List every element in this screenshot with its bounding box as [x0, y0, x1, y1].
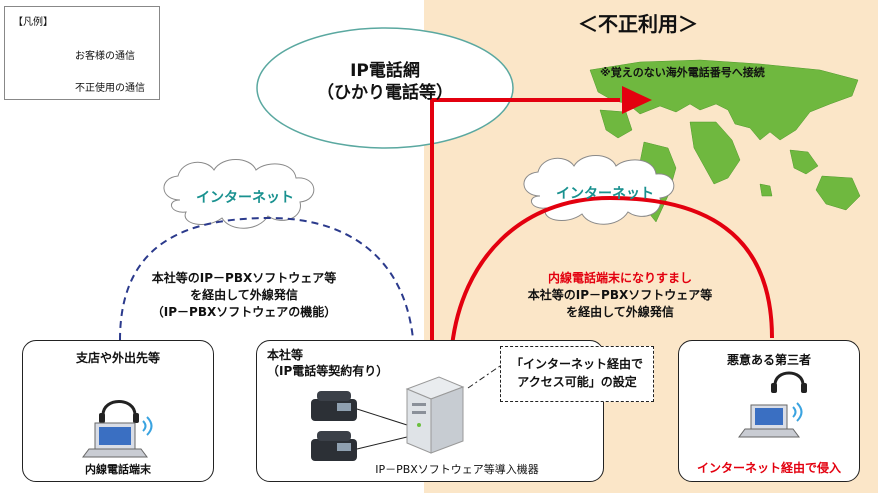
internet-cloud-right [523, 155, 675, 225]
fraud-caption-line3: を経由して外線発信 [566, 305, 674, 319]
branch-terminal-label: 内線電話端末 [85, 463, 151, 476]
ip-network-line1: IP電話網 [350, 61, 420, 81]
fraud-section-title: ＜不正利用＞ [578, 12, 698, 36]
legend-customer-label: お客様の通信 [75, 51, 135, 62]
customer-caption: 本社等のIP－PBXソフトウェア等 を経由して外線発信 （IP－PBXソフトウェ… [132, 270, 356, 321]
legend-fraud-label: 不正使用の通信 [75, 83, 145, 94]
branch-title: 支店や外出先等 [75, 351, 160, 365]
ip-phone-icon-1 [311, 391, 357, 421]
ip-network-ellipse [256, 27, 514, 149]
callout-line1: 「インターネット経由で [510, 357, 643, 371]
ip-network-label: IP電話網 （ひかり電話等） [300, 60, 470, 104]
callout-line2: アクセス可能」の設定 [517, 375, 637, 389]
customer-caption-line1: 本社等のIP－PBXソフトウェア等 [151, 271, 337, 285]
overseas-note: ※覚えのない海外電話番号へ接続 [600, 66, 765, 79]
fraud-caption-line1: 内線電話端末になりすまし [547, 271, 692, 285]
attacker-intrusion-label: インターネット経由で侵入 [696, 461, 841, 475]
access-setting-callout: 「インターネット経由で アクセス可能」の設定 [500, 346, 654, 402]
hq-equipment-art [311, 376, 465, 461]
server-icon [405, 376, 465, 454]
hq-title: 本社等 （IP電話等契約有り） [267, 347, 388, 379]
fraud-outbound-arrowhead [622, 86, 652, 114]
customer-caption-line3: （IP－PBXソフトウェアの機能） [151, 305, 337, 319]
branch-box: 支店や外出先等 内線電話端末 [22, 340, 214, 482]
fraud-caption-line2: 本社等のIP－PBXソフトウェア等 [527, 288, 713, 302]
fraud-caption: 内線電話端末になりすまし 本社等のIP－PBXソフトウェア等 を経由して外線発信 [500, 270, 740, 321]
attacker-box: 悪意ある第三者 インターネット経由で侵入 [678, 340, 860, 482]
hq-equipment-label: IP－PBXソフトウェア等導入機器 [375, 463, 539, 476]
fraud-outbound-line [430, 98, 620, 350]
internet-label-left: インターネット [196, 190, 294, 206]
legend-box: 【凡例】 お客様の通信 不正使用の通信 [4, 6, 160, 100]
internet-cloud-left [163, 159, 315, 229]
legend-title: 【凡例】 [13, 17, 53, 28]
internet-label-right: インターネット [556, 186, 654, 202]
attacker-laptop-headset-icon [738, 371, 807, 438]
customer-comm-arc [119, 216, 415, 353]
attacker-title: 悪意ある第三者 [726, 353, 811, 367]
ip-network-line2: （ひかり電話等） [317, 83, 453, 103]
ip-phone-icon-2 [311, 431, 357, 461]
hq-title-line1: 本社等 [267, 348, 304, 362]
world-map-icon [589, 59, 861, 223]
customer-caption-line2: を経由して外線発信 [190, 288, 298, 302]
hq-title-line2: （IP電話等契約有り） [267, 364, 389, 378]
fraud-comm-arc [450, 195, 774, 347]
laptop-headset-icon [82, 400, 153, 458]
